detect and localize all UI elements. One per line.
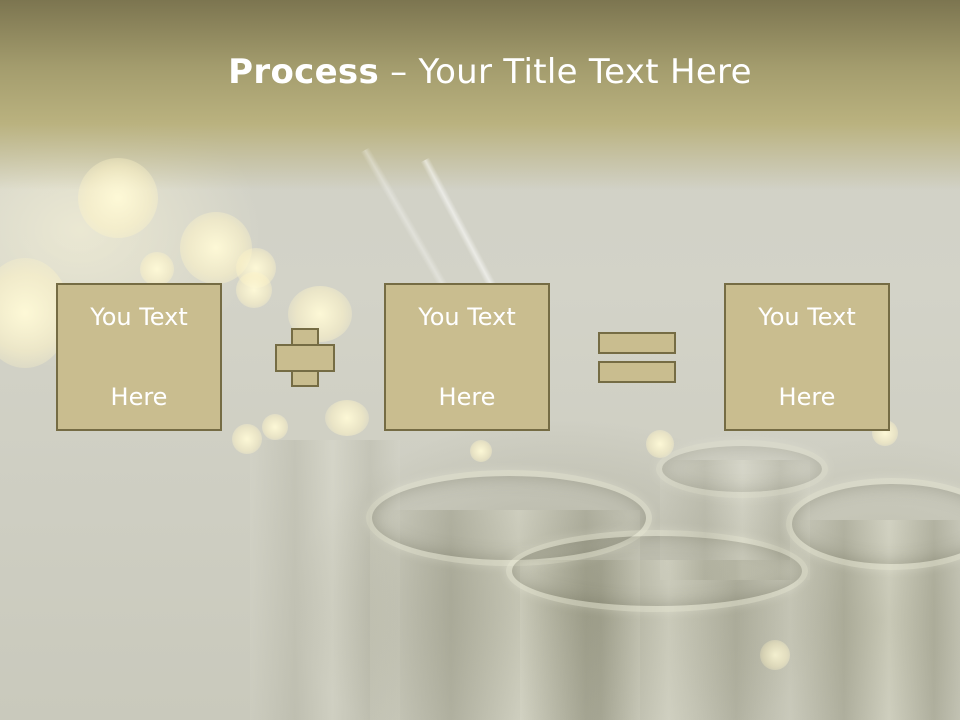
bokeh-light [325,400,369,436]
bokeh-light [140,252,174,286]
test-tube-rim [506,530,808,612]
bokeh-light [232,424,262,454]
test-tube-rim [786,478,960,570]
test-tube-rim [656,440,828,498]
bokeh-light [470,440,492,462]
slide-title: Process – Your Title Text Here [0,52,960,92]
bokeh-light [236,272,272,308]
test-tube [250,440,400,720]
bokeh-light [262,414,288,440]
title-bold: Process [228,52,380,92]
bokeh-light [760,640,790,670]
bokeh-light [78,158,158,238]
title-banner [0,0,960,190]
title-rest: – Your Title Text Here [379,52,752,92]
